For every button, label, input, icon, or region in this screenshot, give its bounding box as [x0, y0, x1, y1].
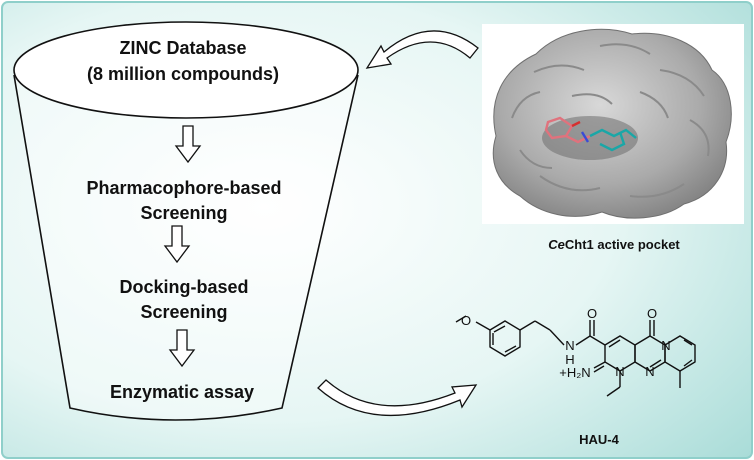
step2-label-line1: Docking-based	[119, 277, 248, 297]
hau4-structure	[455, 315, 696, 397]
atom-h-amide: H	[565, 352, 574, 367]
atom-n-ring2: N	[645, 364, 654, 379]
down-arrow-icon	[174, 125, 202, 164]
step1-label-line1: Pharmacophore-based	[86, 178, 281, 198]
atom-o-ketone: O	[647, 306, 657, 321]
atom-n-ring1: N	[615, 364, 624, 379]
step3-label: Enzymatic assay	[110, 382, 254, 402]
step1-label-line2: Screening	[140, 203, 227, 223]
ligand-sticks	[544, 116, 637, 152]
database-title: ZINC Database	[119, 38, 246, 58]
protein-caption: CeCht1 active pocket	[548, 237, 680, 252]
atom-n-amide: N	[565, 338, 574, 353]
atom-n-ring3: N	[661, 338, 670, 353]
down-arrow-icon	[168, 329, 196, 368]
down-arrow-icon	[163, 225, 191, 264]
curved-arrow-icon	[365, 30, 479, 69]
atom-iminium: +H₂N	[559, 365, 590, 380]
compound-name: HAU-4	[579, 432, 619, 447]
hau4-atom-labels: O N H O O N N N +H₂N	[461, 306, 671, 380]
atom-o-amide: O	[587, 306, 597, 321]
protein-surface	[492, 28, 732, 219]
curved-arrow-icon	[317, 379, 478, 416]
database-size: (8 million compounds)	[87, 64, 279, 84]
step2-label-line2: Screening	[140, 302, 227, 322]
atom-o-methoxy: O	[461, 313, 471, 328]
